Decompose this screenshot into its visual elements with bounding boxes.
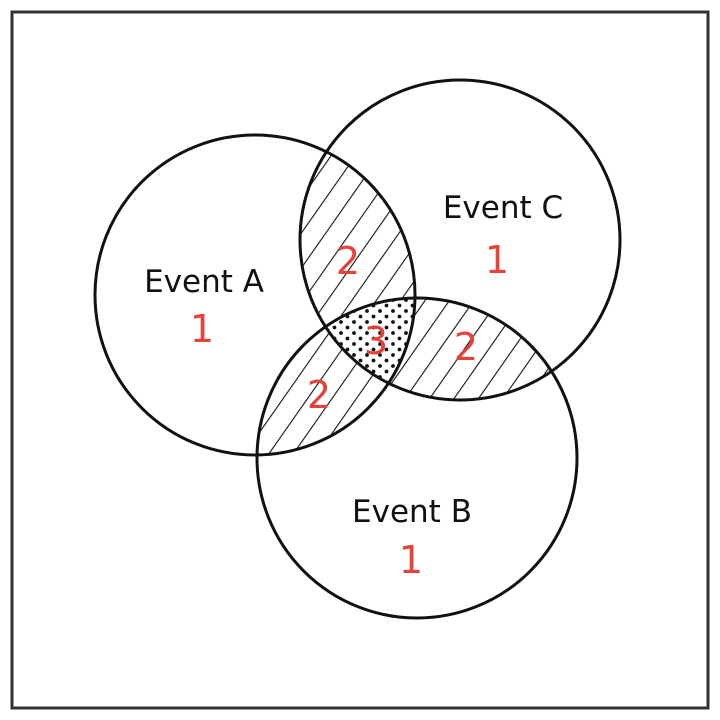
region-a-b-count: 2 (307, 373, 331, 417)
overlap-a-b-hatch (257, 298, 415, 455)
region-b-only-count: 1 (399, 538, 423, 582)
event-b-circle (255, 296, 579, 620)
overlap-a-b-c-dots (300, 298, 415, 400)
region-a-c-count: 2 (336, 239, 360, 283)
region-c-only-count: 1 (485, 238, 509, 282)
region-a-only-count: 1 (190, 307, 214, 351)
event-c-label: Event C (443, 190, 563, 226)
region-a-b-c-count: 3 (364, 319, 388, 363)
event-a-circle (93, 133, 417, 457)
event-b-label: Event B (352, 494, 472, 530)
event-c-circle (298, 78, 622, 402)
region-b-c-count: 2 (454, 325, 478, 369)
event-a-label: Event A (144, 264, 264, 300)
